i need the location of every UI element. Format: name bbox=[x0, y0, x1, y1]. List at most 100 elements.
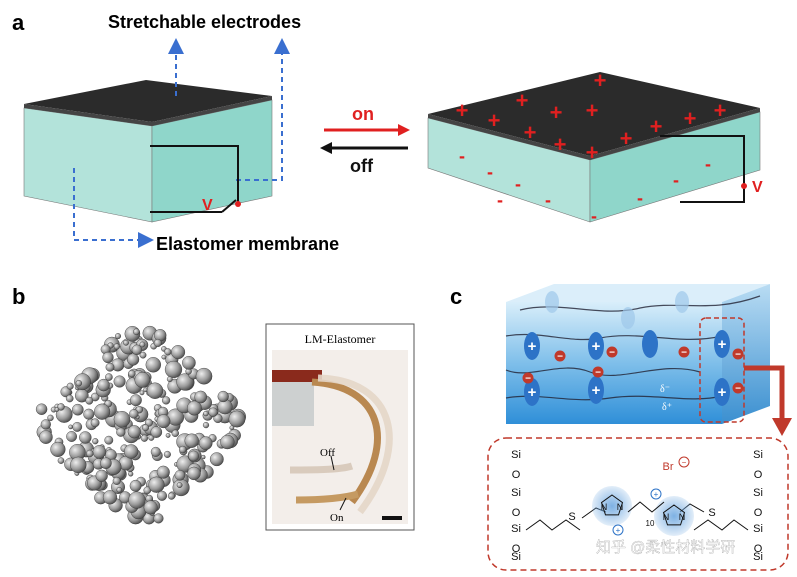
droplet bbox=[156, 490, 167, 501]
panel-c-letter: c bbox=[450, 284, 462, 309]
anion bbox=[554, 350, 566, 362]
droplet bbox=[102, 490, 118, 505]
droplet bbox=[123, 339, 129, 346]
droplet bbox=[194, 390, 207, 404]
right-voltage-label: V bbox=[752, 179, 763, 196]
plus-charge: + bbox=[516, 88, 529, 113]
repeat-subscript: 10 bbox=[646, 519, 655, 528]
cation bbox=[524, 332, 540, 360]
anion-sign: − bbox=[557, 352, 563, 363]
left-elastomer-block bbox=[23, 80, 273, 223]
droplet bbox=[165, 432, 171, 438]
photo-title: LM-Elastomer bbox=[305, 332, 376, 346]
droplet bbox=[166, 376, 173, 383]
n-atom: N bbox=[601, 502, 608, 512]
electrode-leader-lines bbox=[73, 38, 290, 248]
droplet bbox=[153, 513, 164, 524]
droplet bbox=[85, 396, 94, 405]
droplet bbox=[127, 353, 140, 366]
anion bbox=[732, 382, 744, 394]
droplet bbox=[208, 407, 218, 417]
left-electrode-top bbox=[24, 80, 272, 122]
minus-charge: - bbox=[459, 146, 465, 166]
plus-charge: + bbox=[554, 132, 567, 157]
o-atom: O bbox=[754, 543, 763, 555]
droplet bbox=[113, 375, 126, 388]
imidazolium-ring bbox=[662, 504, 686, 526]
imidazolium-ring bbox=[600, 494, 624, 516]
droplet bbox=[201, 454, 206, 460]
cation bbox=[588, 332, 604, 360]
plus-charge: + bbox=[594, 68, 607, 93]
faded-cation bbox=[545, 291, 559, 313]
droplet bbox=[174, 469, 186, 481]
delta-plus: δ⁺ bbox=[662, 402, 672, 413]
droplet bbox=[140, 434, 149, 442]
droplet bbox=[128, 491, 146, 509]
droplet bbox=[141, 424, 149, 432]
plus-charge: + bbox=[550, 100, 563, 125]
droplet bbox=[97, 378, 110, 392]
droplet bbox=[213, 413, 223, 424]
droplet bbox=[112, 476, 121, 485]
ionogel-block bbox=[505, 284, 770, 424]
droplet bbox=[114, 333, 121, 340]
n-atom: N bbox=[663, 512, 670, 522]
cation-sign: + bbox=[528, 384, 537, 401]
cation bbox=[642, 330, 658, 358]
right-elastomer-block bbox=[427, 72, 761, 223]
droplet bbox=[133, 328, 140, 336]
droplet bbox=[75, 380, 83, 387]
on-label: on bbox=[352, 104, 374, 124]
si-atom: Si bbox=[753, 551, 763, 563]
droplet bbox=[198, 436, 213, 450]
droplet bbox=[128, 471, 134, 477]
lm-elastomer-photo: LM-Elastomer Off On bbox=[265, 323, 415, 531]
droplet bbox=[186, 400, 202, 416]
droplet bbox=[220, 434, 235, 450]
anion bbox=[678, 346, 690, 358]
cation-charge bbox=[612, 524, 624, 536]
droplet bbox=[139, 341, 146, 348]
strip-on bbox=[295, 490, 359, 504]
droplet bbox=[116, 427, 126, 437]
plus-charge: + bbox=[524, 120, 537, 145]
minus-charge: - bbox=[487, 162, 493, 182]
br-anion: Br bbox=[663, 461, 674, 473]
droplet bbox=[195, 367, 213, 385]
si-atom: Si bbox=[753, 523, 763, 535]
negative-charges: --------- bbox=[459, 146, 711, 226]
droplet bbox=[145, 357, 162, 373]
imidazolium-highlight bbox=[592, 486, 632, 526]
anion bbox=[606, 346, 618, 358]
anion bbox=[522, 372, 534, 384]
droplet bbox=[187, 466, 201, 481]
cation bbox=[524, 378, 540, 406]
droplet bbox=[162, 396, 171, 405]
droplet bbox=[176, 482, 183, 488]
droplet bbox=[92, 445, 107, 459]
ion-pairs: ++++++−−−−−−− bbox=[522, 291, 744, 406]
droplet bbox=[86, 449, 94, 458]
droplet bbox=[156, 465, 170, 479]
n-atom: N bbox=[617, 502, 624, 512]
droplet bbox=[153, 339, 162, 348]
anion-sign: − bbox=[525, 374, 531, 385]
droplet bbox=[54, 407, 60, 412]
droplet bbox=[146, 382, 164, 399]
plus-charge: + bbox=[456, 98, 469, 123]
droplet bbox=[113, 410, 131, 428]
droplet bbox=[129, 479, 142, 492]
droplet bbox=[203, 410, 209, 417]
droplet bbox=[163, 450, 171, 458]
imidazolium-highlight bbox=[654, 496, 694, 536]
plus-charge: + bbox=[714, 98, 727, 123]
droplet bbox=[167, 492, 176, 500]
droplet bbox=[40, 419, 51, 430]
droplet bbox=[93, 403, 111, 420]
plus-charge: + bbox=[586, 140, 599, 165]
cation-sign: + bbox=[718, 336, 727, 353]
elastomer-membrane-label: Elastomer membrane bbox=[156, 234, 339, 254]
stretchable-electrodes-label: Stretchable electrodes bbox=[108, 12, 301, 32]
